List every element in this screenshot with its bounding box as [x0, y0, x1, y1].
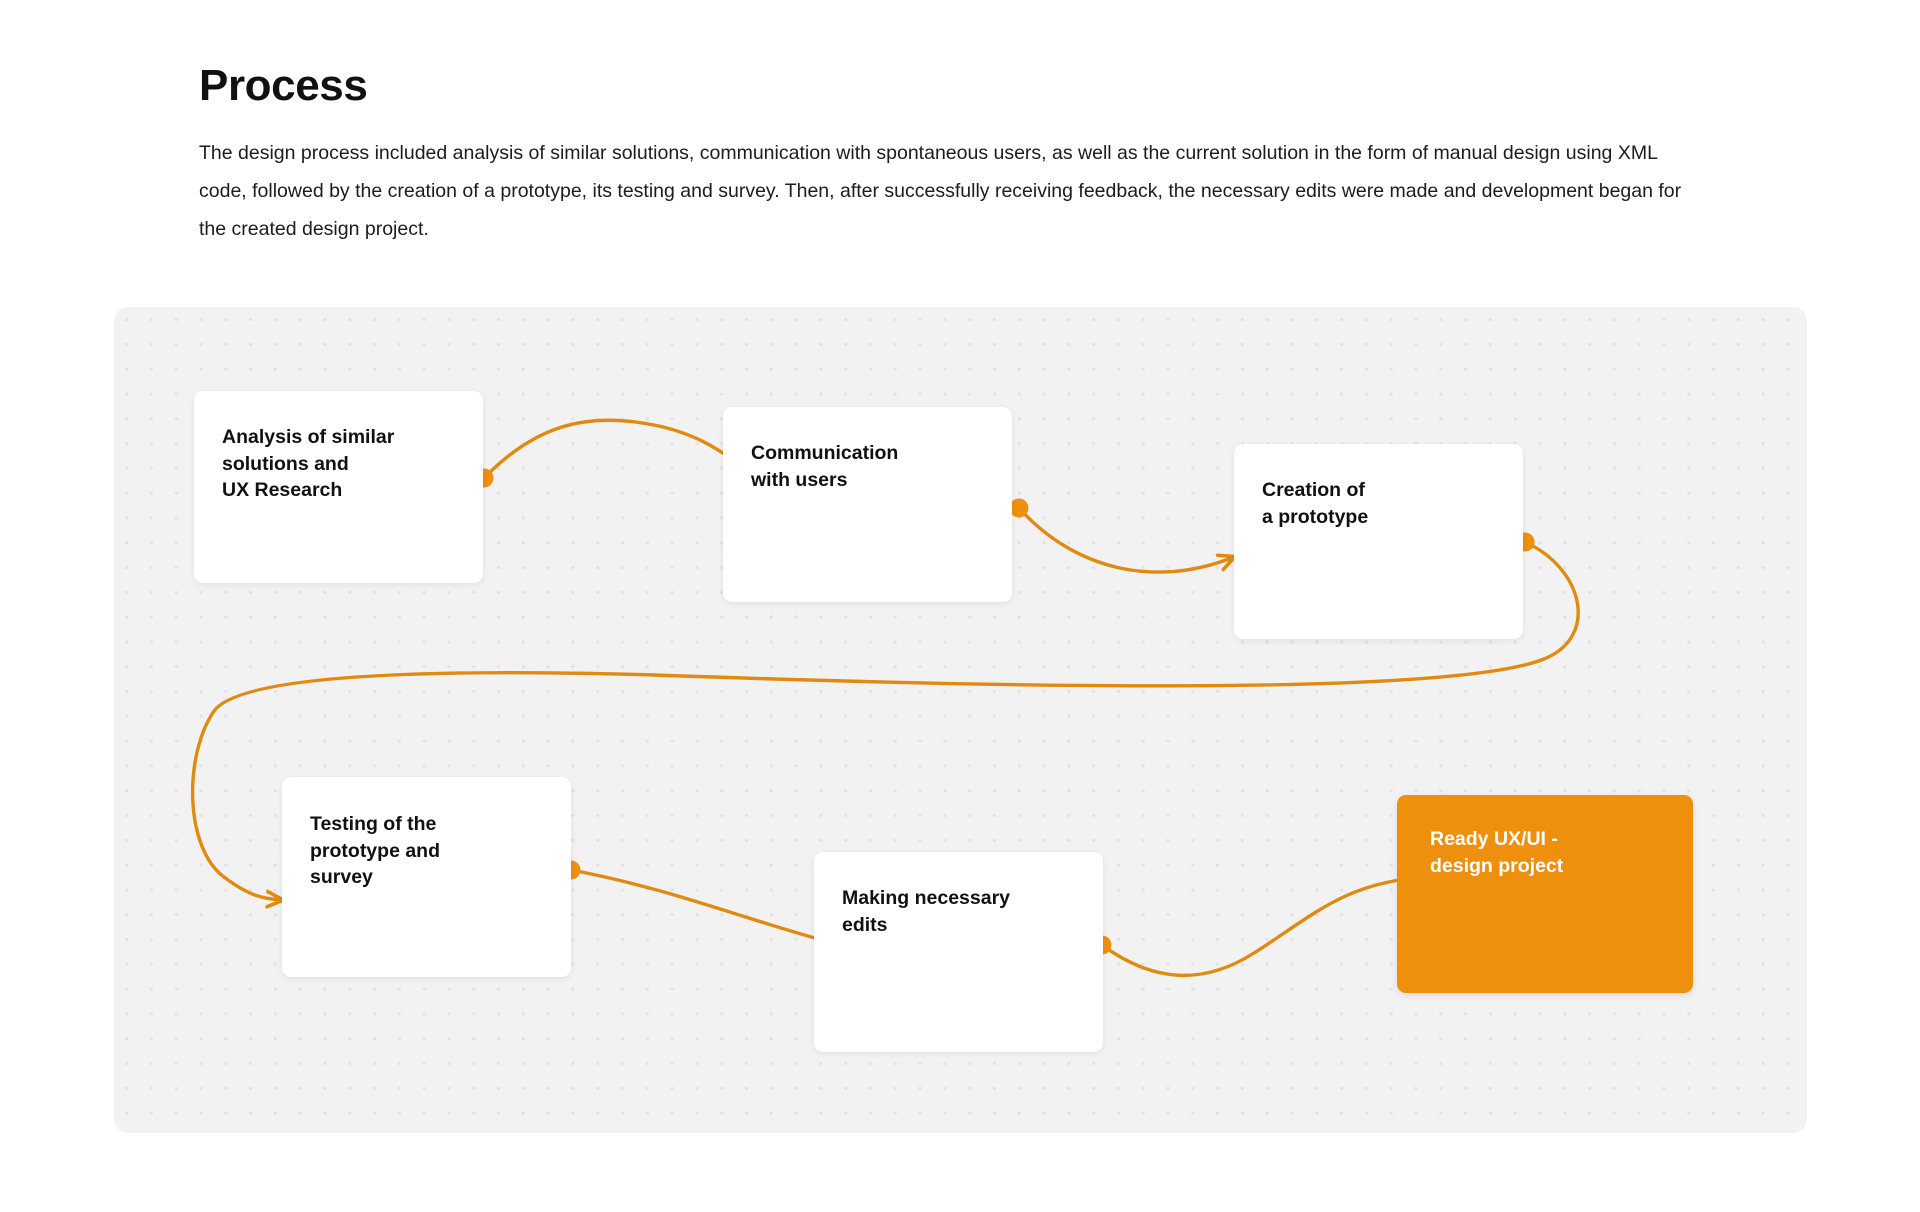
- process-node-edits-label: Making necessary edits: [842, 887, 1011, 936]
- process-node-communication[interactable]: Communication with users: [723, 407, 1012, 602]
- process-node-prototype-label: Creation of a prototype: [1262, 479, 1369, 528]
- edge-edits-to-ready: [1100, 877, 1424, 977]
- process-node-ready[interactable]: Ready UX/UI - design project: [1397, 795, 1693, 993]
- page-title: Process: [199, 61, 368, 110]
- process-node-prototype[interactable]: Creation of a prototype: [1234, 444, 1523, 639]
- process-node-communication-label: Communication with users: [751, 442, 899, 491]
- edge-communication-to-prototype: [1017, 506, 1234, 574]
- process-node-testing-label: Testing of the prototype and survey: [310, 813, 440, 888]
- page-header: Process The design process included anal…: [199, 61, 1709, 248]
- process-node-edits[interactable]: Making necessary edits: [814, 852, 1103, 1052]
- edge-start-dot-communication: [1009, 498, 1029, 518]
- process-diagram-panel: Analysis of similar solutions and UX Res…: [114, 307, 1807, 1133]
- edge-testing-to-edits: [569, 868, 844, 946]
- process-node-analysis-label: Analysis of similar solutions and UX Res…: [222, 426, 395, 501]
- page-description: The design process included analysis of …: [199, 142, 1682, 241]
- process-node-testing[interactable]: Testing of the prototype and survey: [282, 777, 571, 977]
- process-node-analysis[interactable]: Analysis of similar solutions and UX Res…: [194, 391, 483, 583]
- process-node-ready-label: Ready UX/UI - design project: [1430, 828, 1564, 877]
